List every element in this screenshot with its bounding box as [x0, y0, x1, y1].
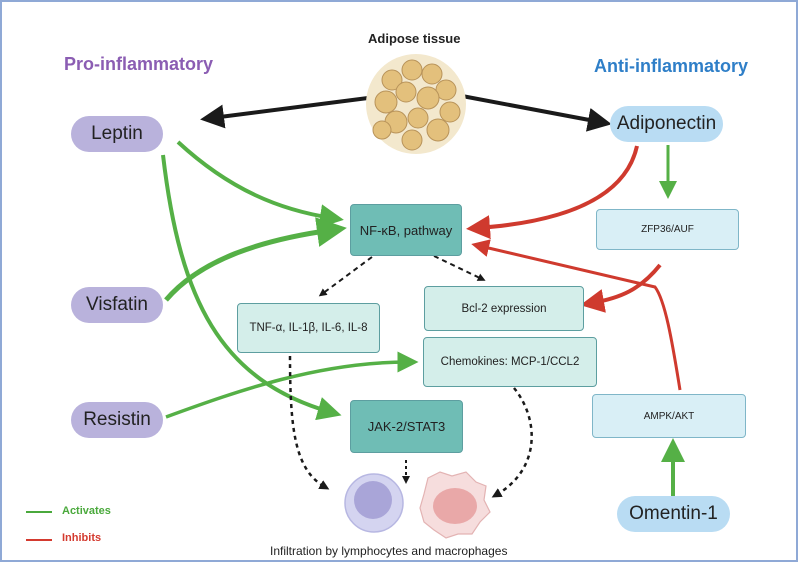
arrow-ampk-nfkb: [471, 239, 682, 391]
nfkb-pathway-box: NF-κB, pathway: [350, 204, 462, 256]
dashed-nfkb-bcl2: [433, 255, 486, 281]
zfp36-box: ZFP36/AUF: [596, 209, 739, 250]
arrow-visfatin-nfkb: [164, 217, 347, 302]
arrow-resistin-chemokines: [165, 351, 419, 419]
lymphocyte-icon: [344, 473, 404, 533]
ampk-akt-box: AMPK/AKT: [592, 394, 746, 438]
arrow-adipose-leptin: [200, 96, 369, 129]
macrophage-icon: [419, 471, 491, 539]
arrow-adiponectin-nfkb: [466, 145, 639, 240]
activates-legend-label: Activates: [62, 505, 111, 517]
cytokines-box: TNF-α, IL-1β, IL-6, IL-8: [237, 303, 380, 353]
inhibits-legend-arrow: [26, 539, 52, 541]
arrow-leptin-nfkb: [176, 140, 344, 229]
visfatin-node: Visfatin: [71, 287, 163, 323]
arrow-adipose-adiponectin: [461, 94, 612, 132]
omentin-node: Omentin-1: [617, 496, 730, 532]
anti-inflammatory-heading: Anti-inflammatory: [594, 56, 749, 76]
adipose-tissue-icon: [366, 54, 466, 154]
leptin-node: Leptin: [71, 116, 163, 152]
arrow-zfp-bcl2: [580, 263, 662, 313]
dashed-chemokines-cells: [491, 387, 533, 498]
adiponectin-node: Adiponectin: [610, 106, 723, 142]
adipose-tissue-title: Adipose tissue: [368, 31, 461, 46]
jak-stat-box: JAK-2/STAT3: [350, 400, 463, 453]
bcl2-expression-box: Bcl-2 expression: [424, 286, 584, 331]
resistin-node: Resistin: [71, 402, 163, 438]
dashed-cytokines-cells: [288, 355, 330, 490]
pro-inflammatory-heading: Pro-inflammatory: [64, 54, 214, 74]
dashed-nfkb-cytokines: [318, 256, 373, 297]
outcome-caption: Infiltration by lymphocytes and macropha…: [270, 544, 508, 558]
activates-legend-arrow: [26, 511, 52, 513]
inhibits-legend-label: Inhibits: [62, 532, 102, 544]
chemokines-box: Chemokines: MCP-1/CCL2: [423, 337, 597, 387]
